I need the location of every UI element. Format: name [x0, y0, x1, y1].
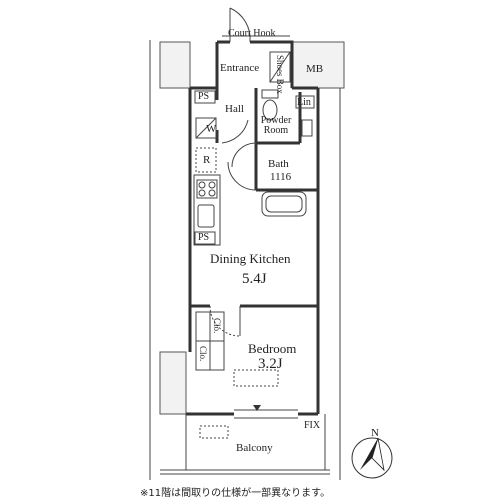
- compass-icon: [351, 437, 393, 479]
- powder-room-label: Powder Room: [260, 115, 292, 136]
- balcony-label: Balcony: [236, 442, 273, 454]
- court-hook-label: Court Hook: [228, 28, 276, 39]
- ps-top-label: PS: [198, 91, 210, 102]
- structural-columns: [159, 41, 345, 415]
- lin-label: Lin: [297, 97, 311, 108]
- ps-bottom-label: PS: [198, 232, 210, 243]
- washer-label: W: [206, 123, 217, 135]
- fix-label: FIX: [304, 420, 321, 431]
- entrance-label: Entrance: [220, 62, 260, 74]
- dining-kitchen-size-label: 5.4J: [242, 271, 267, 287]
- hall-label: Hall: [225, 103, 244, 115]
- bath-size-label: 1116: [270, 171, 292, 183]
- mb-label: MB: [306, 63, 324, 75]
- closet-label-2: Clo.: [198, 346, 208, 362]
- bath-name-label: Bath: [268, 158, 289, 170]
- balcony-arrow-icon: [253, 405, 261, 411]
- compass-north-label: N: [371, 427, 379, 439]
- refrigerator-label: R: [203, 154, 211, 166]
- closet-label-1: Clo.: [212, 318, 222, 334]
- shoes-box-label: Shoes Box: [275, 55, 285, 94]
- bedroom-size-label: 3.2J: [258, 356, 283, 372]
- bedroom-name-label: Bedroom: [248, 341, 297, 356]
- dining-kitchen-name-label: Dining Kitchen: [210, 251, 291, 266]
- walls: [186, 40, 320, 416]
- details: [149, 7, 341, 480]
- footnote: ※11階は間取りの仕様が一部異なります。: [140, 488, 331, 499]
